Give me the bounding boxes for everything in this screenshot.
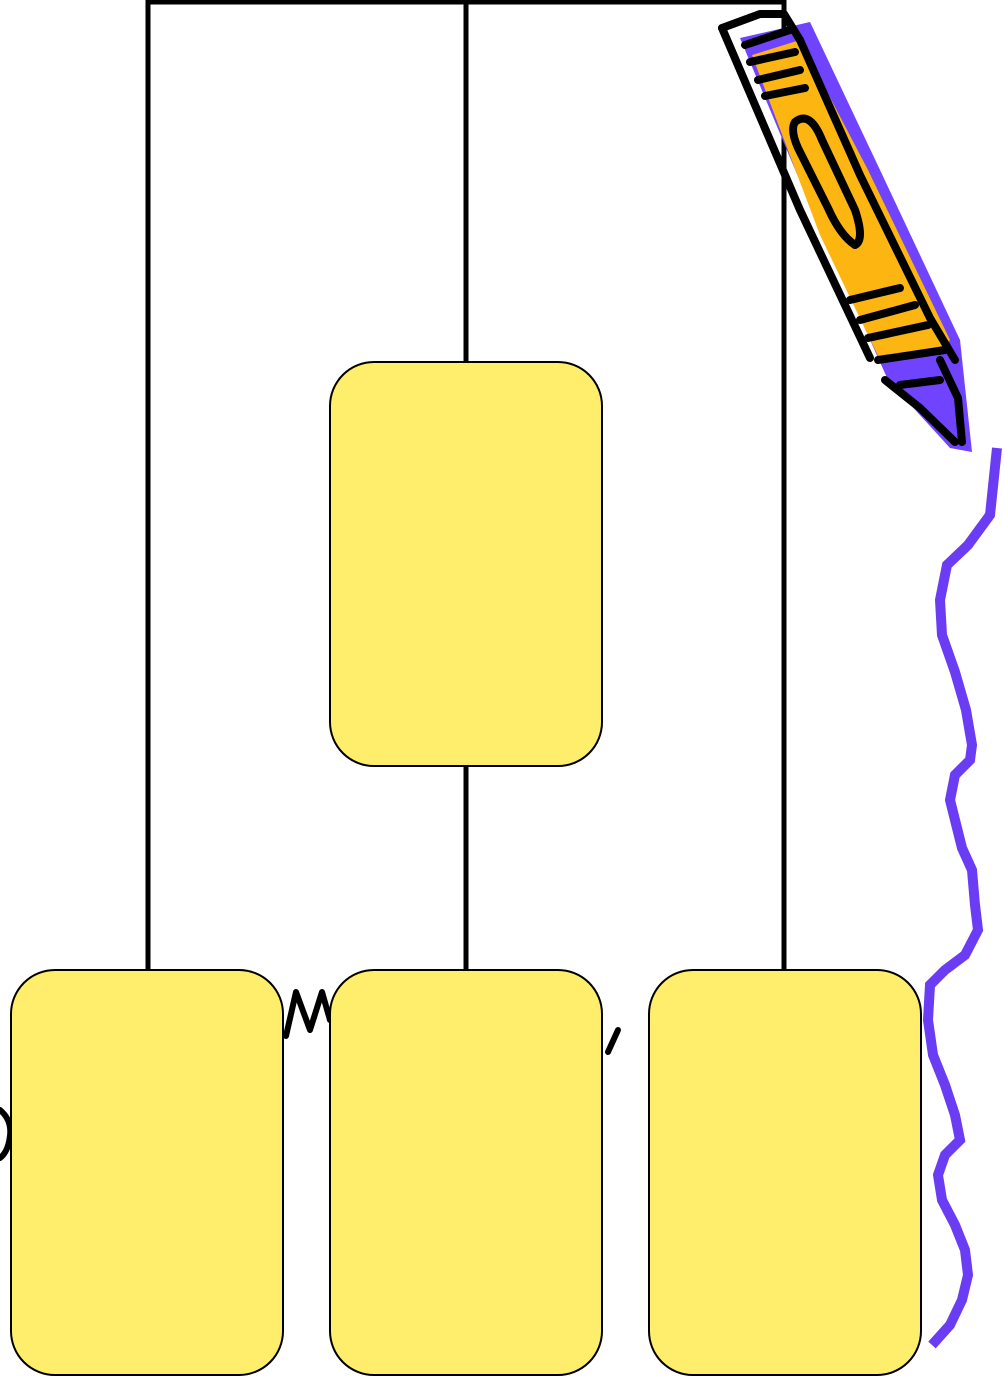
connector-lines xyxy=(145,0,787,972)
bottom-left-box-rect xyxy=(10,969,284,1376)
pencil-outline xyxy=(718,10,966,446)
bottom-left-box xyxy=(10,969,284,1376)
handwriting-comma-fragment xyxy=(605,1027,621,1055)
middle-box xyxy=(329,361,603,767)
bottom-right-box xyxy=(648,969,922,1376)
bottom-center-box xyxy=(329,969,603,1376)
handwriting-m-fragment xyxy=(283,989,333,1039)
handwriting-left-fragment xyxy=(0,1107,14,1161)
bottom-center-box-rect xyxy=(329,969,603,1376)
pencil-icon xyxy=(718,10,972,452)
diagram-boxes xyxy=(10,361,922,1376)
squiggle-line-decoration xyxy=(922,447,1002,1349)
middle-box-rect xyxy=(329,361,603,767)
bottom-right-box-rect xyxy=(648,969,922,1376)
